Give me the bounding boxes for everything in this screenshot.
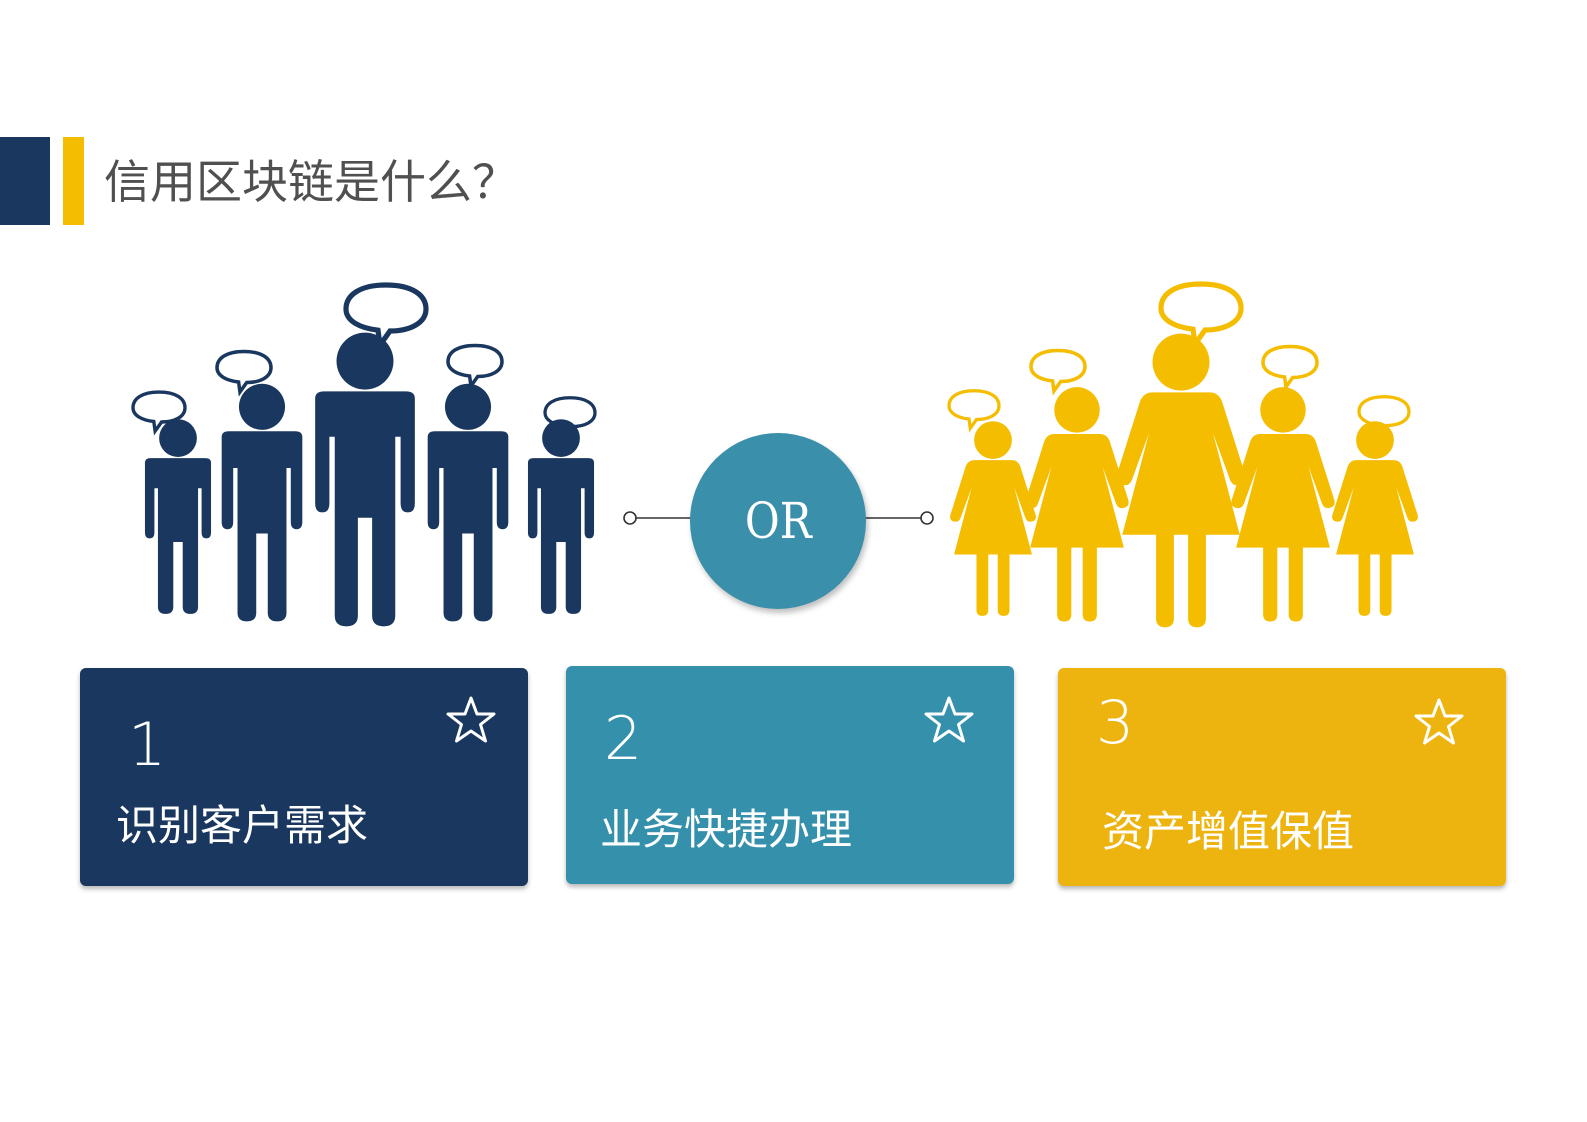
or-connector-lines [623,511,934,525]
male-figure-icon [527,419,595,614]
female-figure-icon [1332,421,1418,616]
female-figure-icon [1025,387,1129,622]
feature-card-2: 2 业务快捷办理 [566,666,1014,884]
or-circle: OR [690,433,866,609]
title-accent-bar-yellow [63,137,84,225]
feature-card-3: 3 资产增值保值 [1058,668,1506,886]
speech-bubble-icon [1261,344,1319,389]
title-accent-bar-navy [0,137,50,225]
female-figure-icon [1231,387,1335,622]
male-figure-icon [221,383,303,622]
card-label: 资产增值保值 [1102,807,1355,856]
feature-card-1: 1 识别客户需求 [80,668,528,886]
card-number: 1 [128,710,167,780]
speech-bubble-icon [1029,348,1087,393]
female-figure-icon [1116,333,1246,628]
female-figure-icon [950,421,1036,616]
card-label: 业务快捷办理 [600,805,853,854]
page-title: 信用区块链是什么？ [104,155,518,209]
star-icon [924,696,974,743]
male-figure-icon [144,419,212,614]
or-label: OR [744,492,812,550]
card-label: 识别客户需求 [116,801,369,850]
star-icon [1414,698,1464,745]
female-figures-group [950,333,1418,628]
speech-bubble-icon [446,343,504,388]
male-figure-icon [315,332,415,627]
card-number: 3 [1096,688,1135,758]
male-figure-icon [427,383,509,622]
card-number: 2 [604,704,643,774]
male-figures-group [144,332,595,627]
star-icon [446,696,496,743]
